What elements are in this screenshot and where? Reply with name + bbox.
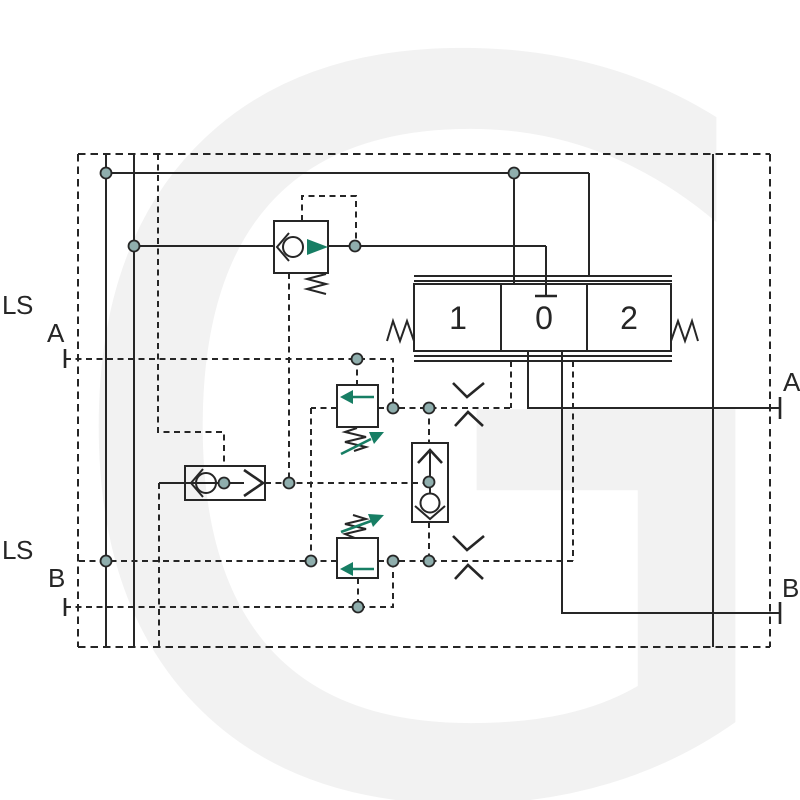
junction-dot	[99, 166, 113, 180]
spring-icon	[341, 427, 370, 452]
port-b-left-label: B	[48, 563, 65, 593]
spring-icon	[303, 273, 330, 295]
pilot-line	[157, 154, 225, 466]
pilot-line	[301, 195, 357, 246]
pilot-network	[65, 273, 574, 608]
port-a-right-label: A	[783, 367, 800, 397]
junction-dot	[348, 239, 362, 253]
bypass-check-valve	[273, 195, 357, 295]
plug-chevron-upper-icon	[452, 381, 485, 399]
pilot-check-valve-left	[157, 154, 266, 647]
position-label-2: 2	[620, 300, 638, 336]
junction-dot	[507, 166, 521, 180]
directional-valve: 1 0 2	[386, 275, 699, 362]
ls-a-line	[65, 358, 394, 408]
junction-dot	[127, 239, 141, 253]
junction-dot	[351, 600, 365, 614]
check-seat	[414, 505, 446, 521]
plug-chevron-lower-icon	[454, 563, 484, 580]
flow-arrow-left-icon	[340, 562, 353, 576]
port-labels: LS A LS B A B	[2, 290, 800, 603]
enclosure-border	[77, 153, 771, 648]
flow-arrow-right-icon	[243, 468, 266, 498]
work-port-lines	[63, 349, 782, 624]
check-seat	[275, 232, 290, 262]
position-label-1: 1	[449, 300, 467, 336]
flow-arrow-up-icon	[417, 448, 443, 464]
junction-dot	[99, 554, 113, 568]
watermark-logo-g: G	[43, 0, 800, 800]
flow-arrow-left-icon	[340, 390, 353, 404]
adjust-arrow-shaft	[340, 437, 372, 456]
plug-chevron-lower-icon	[454, 410, 484, 427]
check-seat	[189, 468, 204, 498]
adjust-arrow-icon	[369, 432, 384, 444]
adjust-arrow-icon	[368, 514, 384, 527]
port-b-pipe	[561, 351, 780, 614]
shock-valve-top	[336, 384, 384, 456]
port-b-right-label: B	[782, 573, 799, 603]
shock-valve-bottom	[336, 514, 384, 579]
junction-dot	[282, 476, 296, 490]
junction-dot	[350, 352, 364, 366]
ls-top-label: LS	[2, 290, 33, 320]
port-a-pipe	[527, 351, 780, 409]
check-ball	[195, 472, 217, 494]
ls-bottom-label: LS	[2, 535, 33, 565]
main-lines	[105, 154, 714, 647]
junction-dot	[386, 401, 400, 415]
spool-body	[413, 283, 672, 352]
plug-chevron-upper-icon	[452, 534, 485, 552]
spring-left-icon	[386, 317, 415, 345]
junction-dot	[422, 475, 436, 489]
junction-dot	[217, 476, 231, 490]
junction-dot	[422, 554, 436, 568]
junction-dot	[422, 401, 436, 415]
port-a-left-label: A	[47, 318, 65, 348]
b-pilot-line	[65, 561, 394, 608]
junction-dots	[99, 166, 521, 614]
position-label-0: 0	[535, 300, 553, 336]
junction-dot	[386, 554, 400, 568]
spring-right-icon	[670, 317, 699, 345]
check-ball	[282, 236, 304, 258]
plug-symbol-top	[452, 381, 485, 427]
adjust-arrow-shaft	[340, 519, 372, 534]
check-ball	[419, 492, 441, 514]
flow-arrow-right-icon	[307, 239, 328, 255]
plug-symbol-bottom	[452, 534, 485, 580]
junction-dot	[304, 554, 318, 568]
